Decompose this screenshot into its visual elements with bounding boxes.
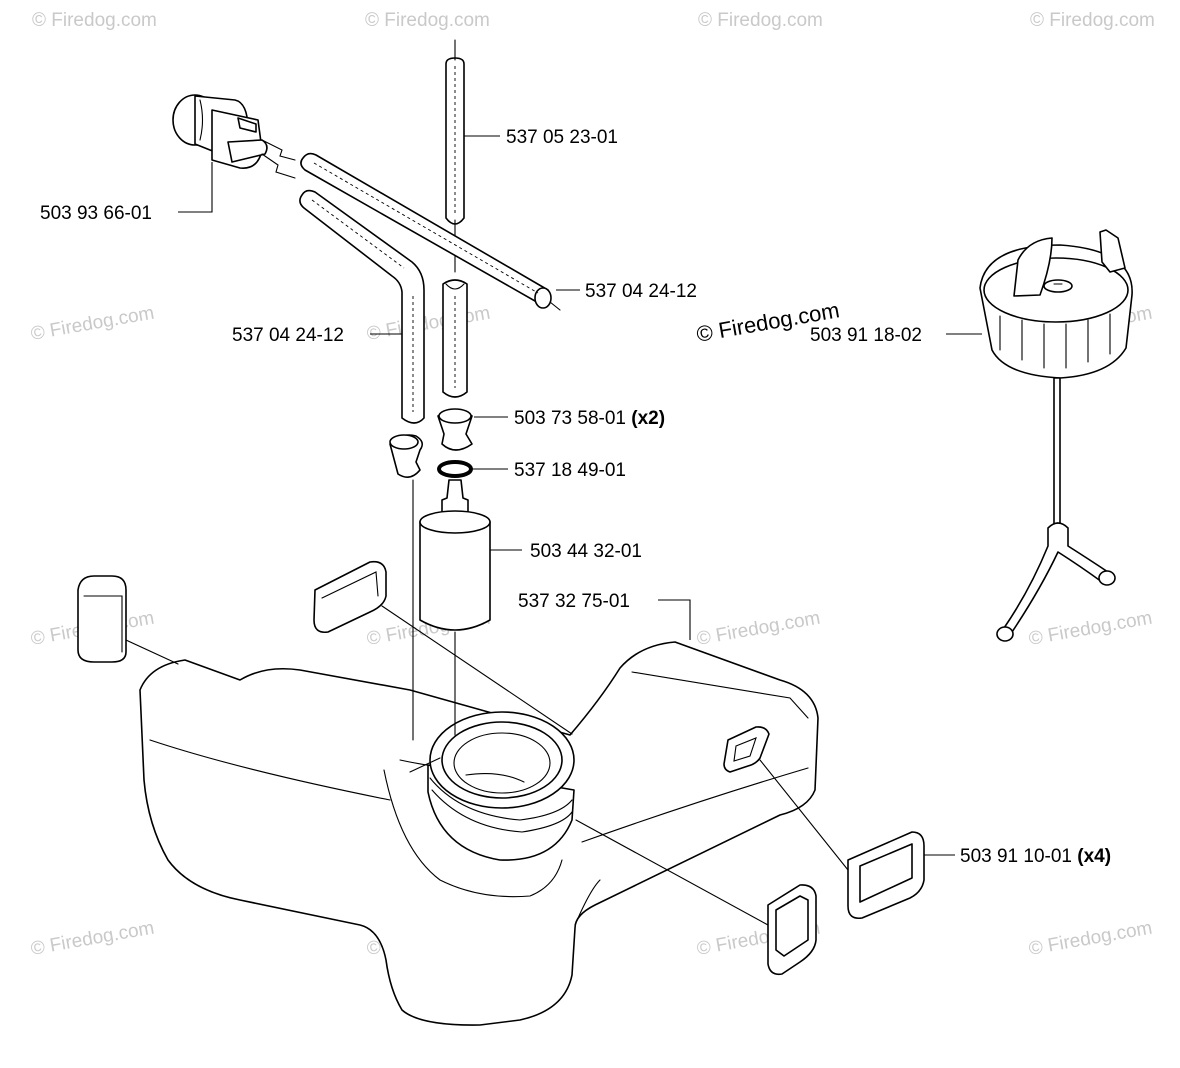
part-label: 537 18 49-01: [514, 460, 626, 481]
fuel-hose-short[interactable]: [442, 257, 468, 398]
vent-tube[interactable]: [445, 39, 465, 259]
pad-guide-line: [759, 759, 849, 871]
watermark: © Firedog.com: [29, 918, 156, 960]
watermark: © Firedog.com: [32, 10, 157, 31]
watermark: © Firedog.com: [365, 303, 492, 345]
fuel-filter[interactable]: [419, 479, 491, 736]
primer-bulb[interactable]: [172, 94, 296, 179]
part-label: 503 91 10-01 (x4): [960, 846, 1111, 867]
watermark: © Firedog.com: [698, 10, 823, 31]
watermark: © Firedog.com: [365, 10, 490, 31]
hose-grommet[interactable]: [437, 408, 473, 451]
watermark: © Firedog.com: [695, 608, 822, 650]
leader-lines: [178, 135, 982, 856]
pad-guide-line: [575, 819, 769, 926]
tank-pad[interactable]: [313, 560, 387, 634]
part-label: 503 91 18-02: [810, 325, 922, 346]
quantity-badge: (x4): [1077, 846, 1111, 867]
pad-guide-line: [381, 605, 573, 735]
fuel-hose-upper[interactable]: [300, 152, 561, 311]
hose-grommet[interactable]: [389, 434, 424, 478]
tank-pad[interactable]: [767, 884, 817, 976]
watermark: © Firedog.com: [1027, 608, 1154, 650]
watermark: © Firedog.com: [1027, 918, 1154, 960]
fuel-hose-lower[interactable]: [299, 189, 425, 424]
part-label: 537 04 24-12: [585, 281, 697, 302]
part-label: 537 04 24-12: [232, 325, 344, 346]
tank-pad[interactable]: [847, 831, 925, 920]
tank-pad[interactable]: [77, 575, 127, 663]
part-label: 503 73 58-01 (x2): [514, 408, 665, 429]
part-label: 503 93 66-01: [40, 203, 152, 224]
fuel-cap[interactable]: [979, 229, 1133, 642]
fuel-tank[interactable]: [139, 641, 819, 1026]
o-ring[interactable]: [437, 460, 473, 478]
part-label: 537 32 75-01: [518, 591, 630, 612]
part-label: 503 44 32-01: [530, 541, 642, 562]
part-labels: 537 05 23-01 503 93 66-01 537 04 24-12 5…: [40, 127, 1111, 867]
quantity-badge: (x2): [631, 408, 665, 429]
pad-guide-line: [125, 639, 179, 665]
watermark: © Firedog.com: [29, 303, 156, 345]
watermark: © Firedog.com: [1030, 10, 1155, 31]
part-label: 537 05 23-01: [506, 127, 618, 148]
